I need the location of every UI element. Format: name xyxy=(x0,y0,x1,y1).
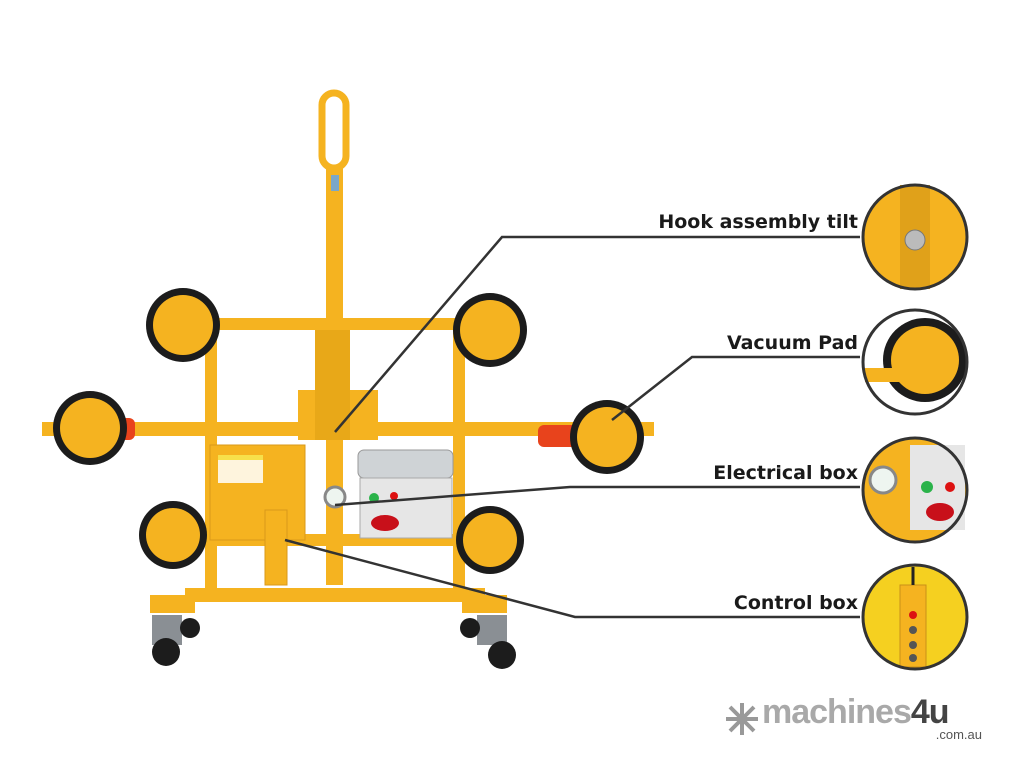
callout-label-electrical-box: Electrical box xyxy=(713,462,858,484)
vacuum-lifter-machine xyxy=(42,89,654,669)
callout-line-hook xyxy=(334,235,860,433)
callout-label-vacuum-pad: Vacuum Pad xyxy=(726,332,858,354)
inset-hook-assembly xyxy=(861,183,969,291)
machines4u-logo: machines4u .com.au xyxy=(724,693,994,747)
snowflake-logo-icon xyxy=(726,703,758,735)
logo-name: machines xyxy=(762,693,912,731)
callout-line-control-box xyxy=(284,538,860,619)
logo-domain: .com.au xyxy=(935,727,982,742)
inset-vacuum-pad xyxy=(861,308,969,416)
callout-label-control-box: Control box xyxy=(733,592,858,614)
callout-line-vacuum-pad xyxy=(611,355,860,421)
callout-label-hook-assembly-tilt: Hook assembly tilt xyxy=(658,211,858,233)
callout-line-electrical-box xyxy=(334,485,860,507)
logo-accent: 4u xyxy=(910,693,950,731)
inset-electrical-box xyxy=(861,436,969,544)
inset-control-box xyxy=(861,563,969,671)
